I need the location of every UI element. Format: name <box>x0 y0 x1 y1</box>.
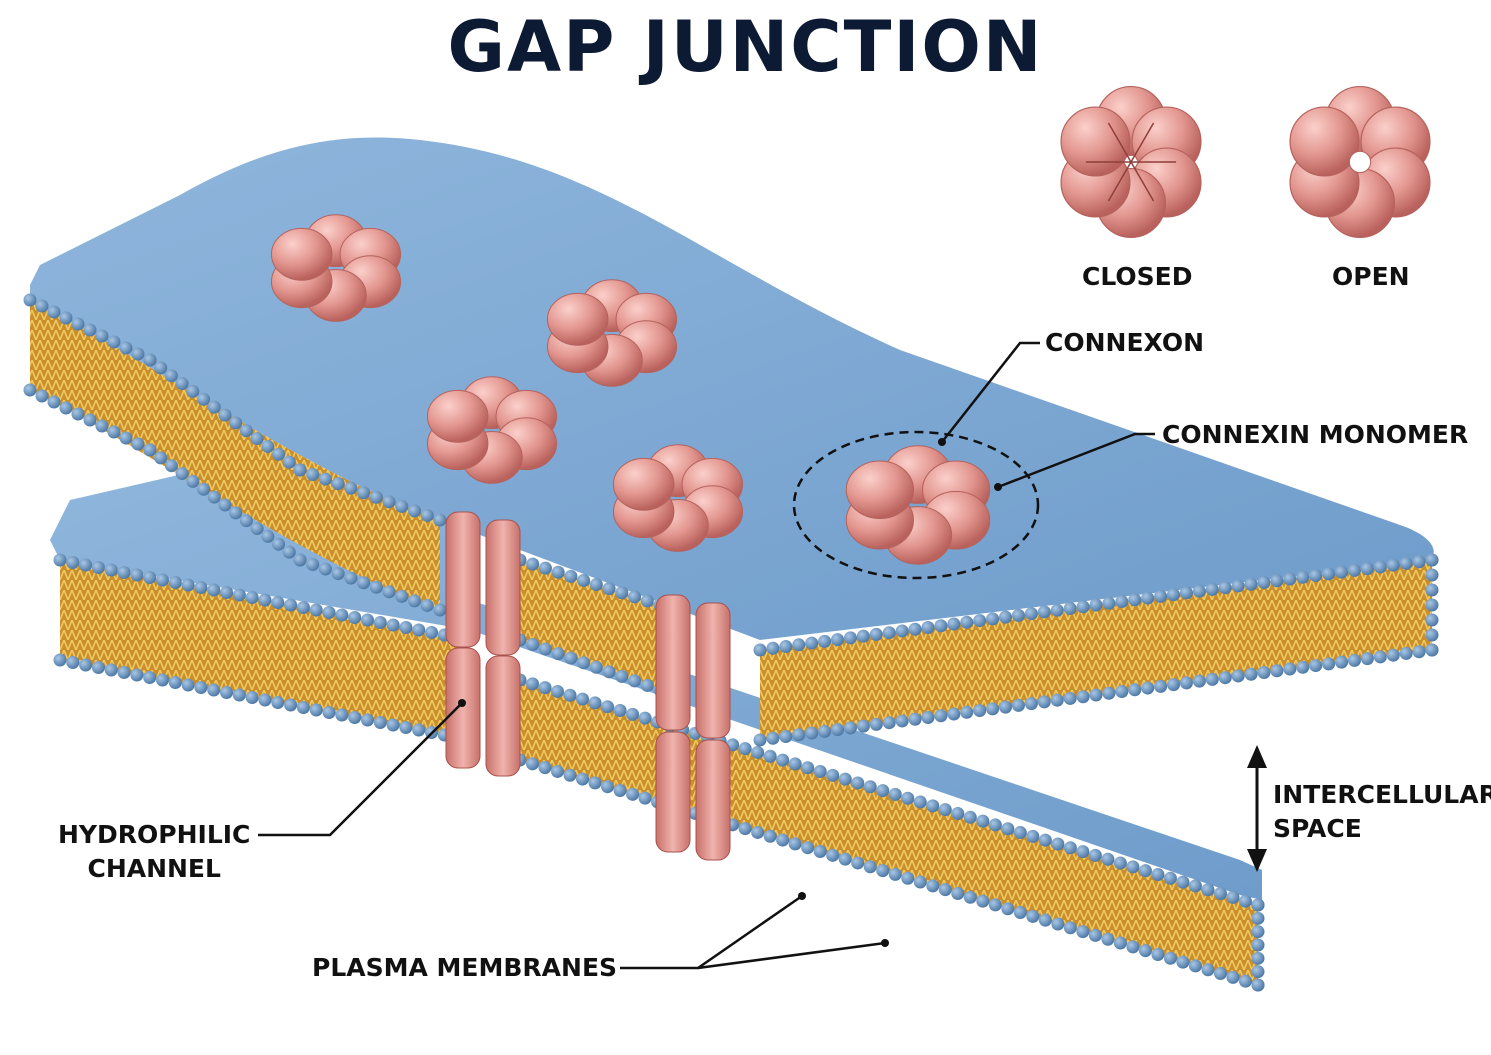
connexon-leader <box>941 341 1040 443</box>
open-label: OPEN <box>1332 262 1410 291</box>
intercellular-space-label-line-2: SPACE <box>1273 814 1362 843</box>
intercellular-space-label: INTERCELLULAR SPACE <box>1273 778 1491 846</box>
intercellular-space-label-line-1: INTERCELLULAR <box>1273 780 1491 809</box>
page-title: GAP JUNCTION <box>447 6 1044 88</box>
hydrophilic-channel-label-line-1: HYDROPHILIC <box>58 820 251 849</box>
leader-dots <box>458 438 1002 947</box>
connexon-highlight-ring <box>792 430 1040 580</box>
closed-connexon-icon <box>1060 85 1202 239</box>
plasma-membranes-leader-b <box>697 941 886 970</box>
connexin-channels <box>445 511 731 861</box>
hydrophilic-channel-leader <box>258 702 463 837</box>
open-connexon-icon <box>1289 85 1431 239</box>
closed-label: CLOSED <box>1082 262 1193 291</box>
connexin-monomer-leader <box>997 432 1155 489</box>
intercellular-space-arrow <box>1247 745 1267 872</box>
connexon-label: CONNEXON <box>1045 328 1205 357</box>
leader-lines <box>258 341 1155 970</box>
hydrophilic-channel-label: HYDROPHILIC CHANNEL <box>58 818 250 886</box>
hydrophilic-channel-label-line-2: CHANNEL <box>87 854 221 883</box>
plasma-membranes-label: PLASMA MEMBRANES <box>312 953 618 982</box>
connexin-monomer-label: CONNEXIN MONOMER <box>1162 420 1469 449</box>
connexon-clusters <box>270 214 991 565</box>
